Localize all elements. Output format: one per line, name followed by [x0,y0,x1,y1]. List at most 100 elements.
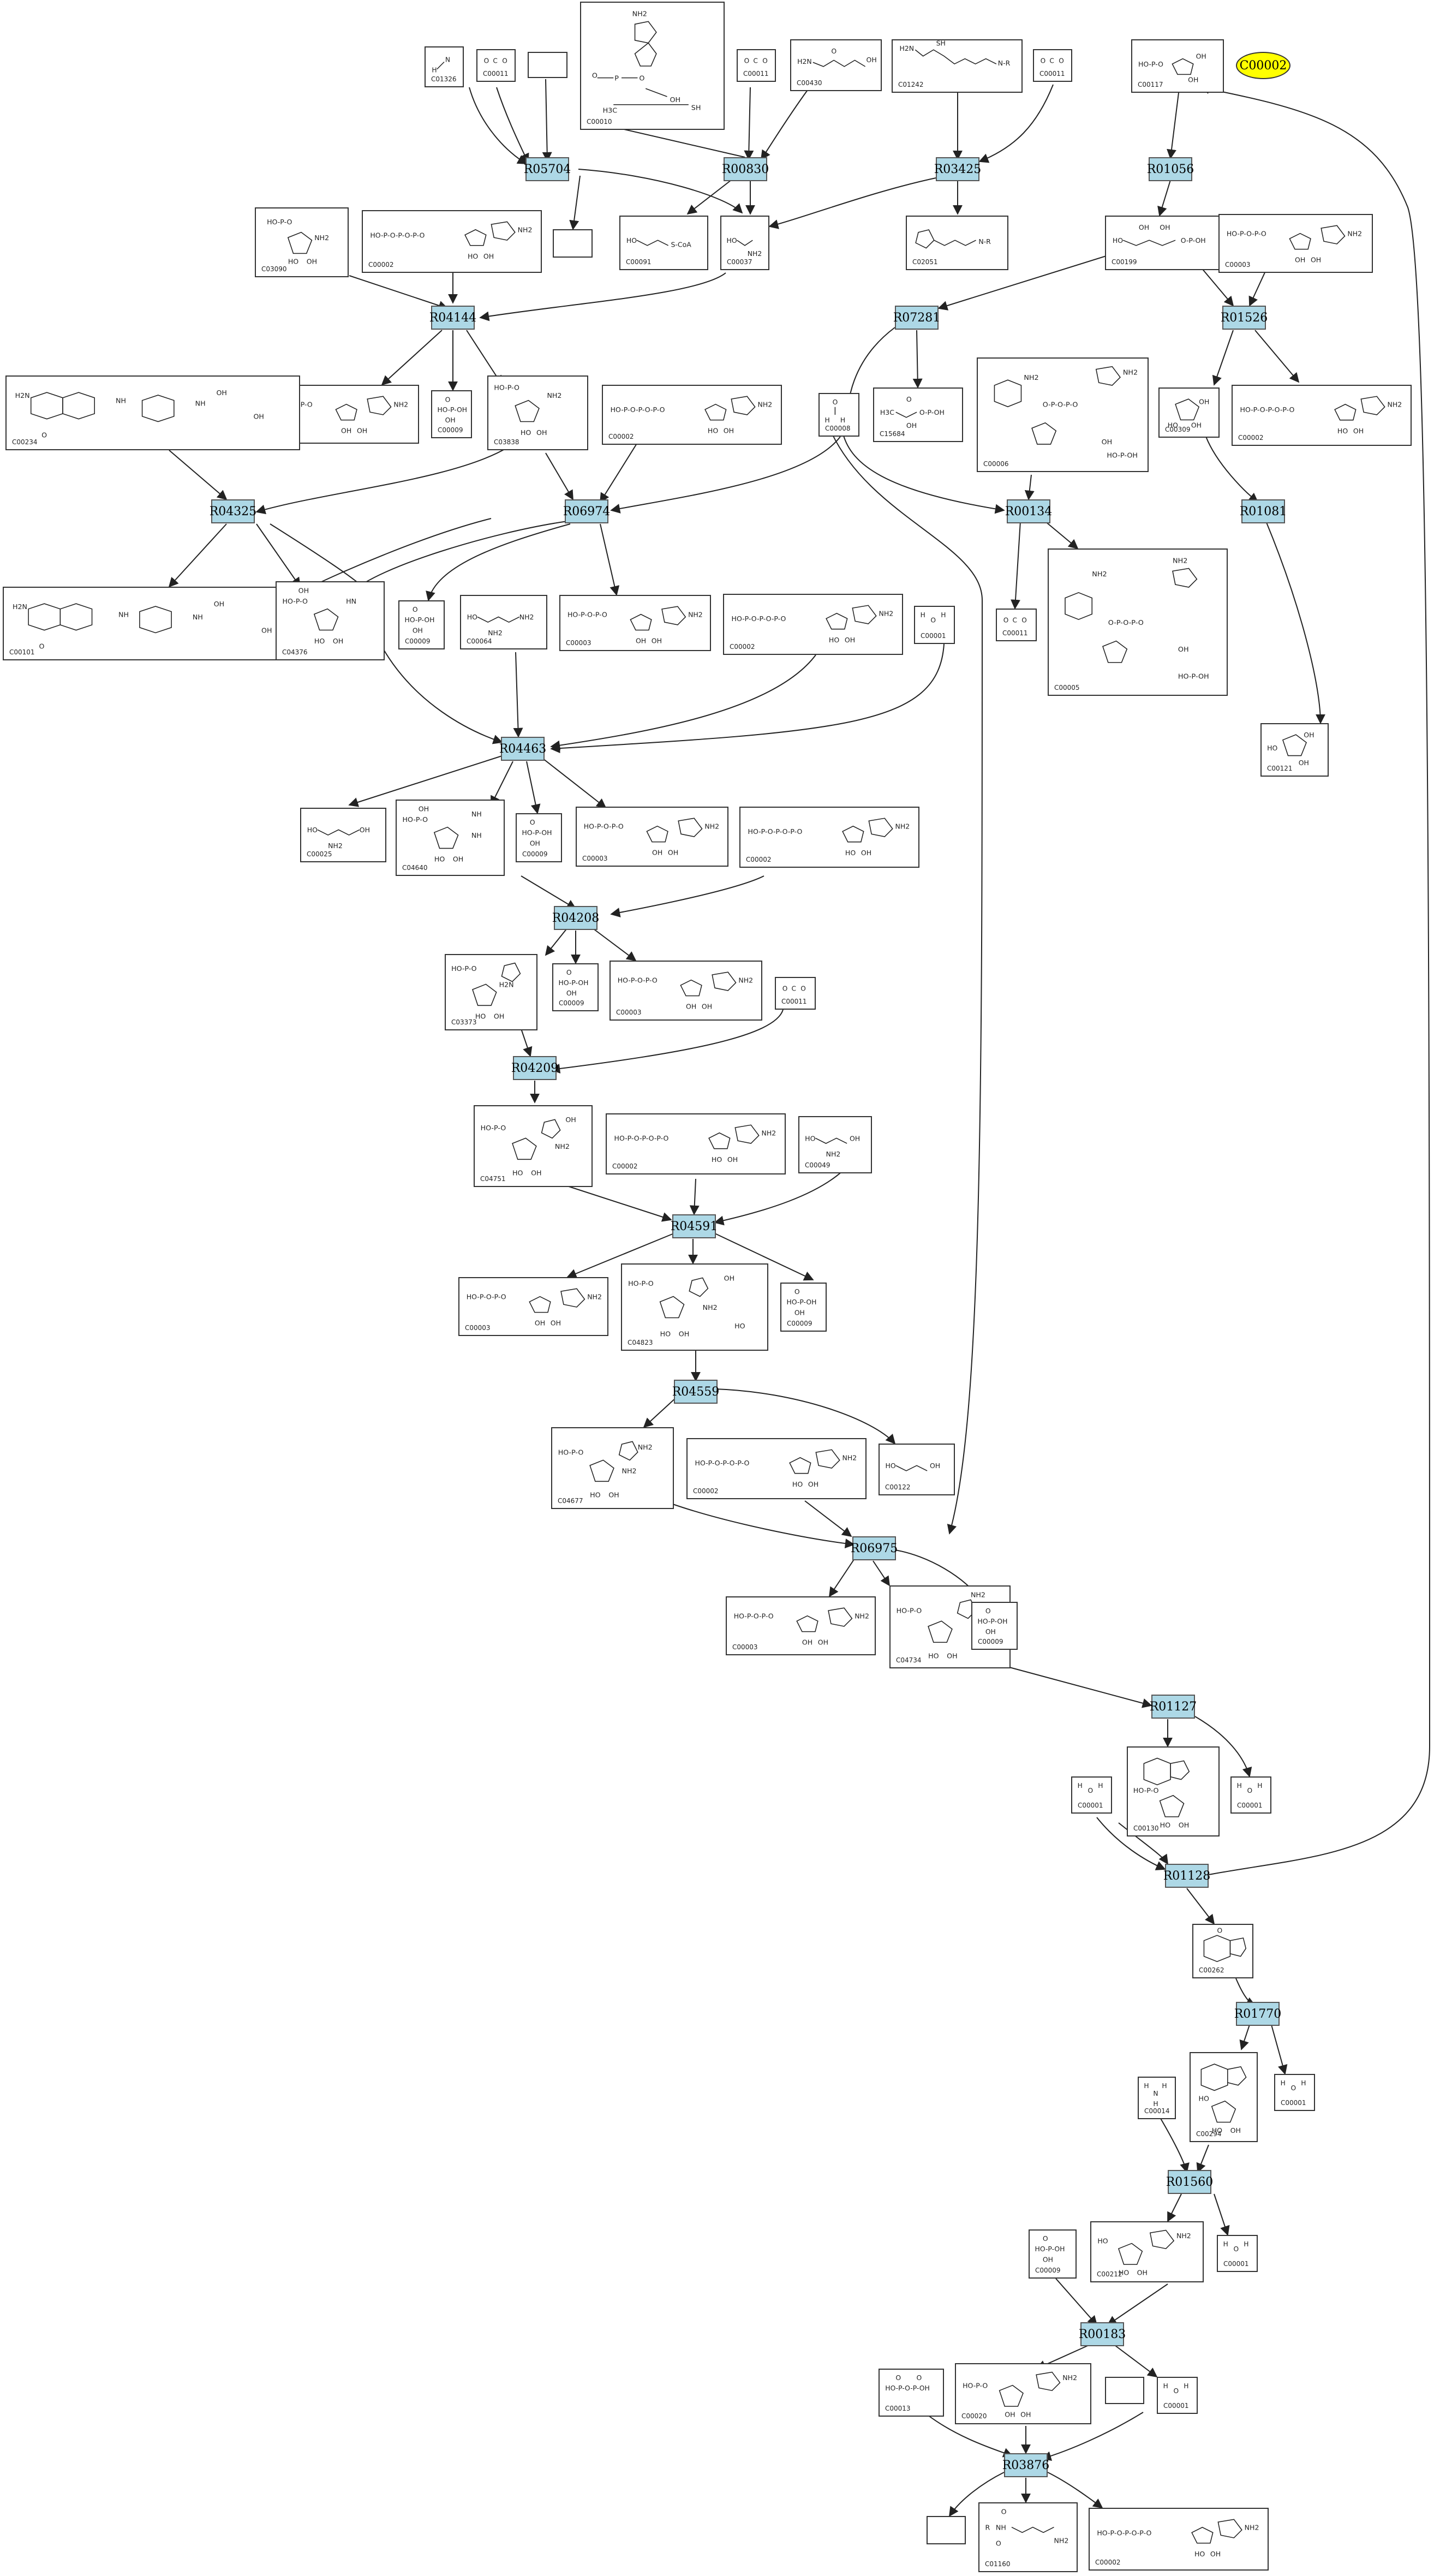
reaction-R04559[interactable]: R04559 [672,1380,719,1404]
compound-blank-4[interactable] [927,2516,966,2544]
reaction-R01526[interactable]: R01526 [1221,306,1268,330]
reaction-R00830[interactable]: R00830 [722,157,769,181]
svg-text:HO: HO [660,1330,671,1338]
reaction-R04463[interactable]: R04463 [499,737,546,761]
reaction-R04209[interactable]: R04209 [511,1056,558,1080]
reaction-R00183[interactable]: R00183 [1079,2322,1126,2346]
reaction-R01127[interactable]: R01127 [1150,1695,1197,1719]
reaction-R00134[interactable]: R00134 [1005,499,1052,523]
reaction-R01770[interactable]: R01770 [1234,2002,1281,2026]
reaction-R01056[interactable]: R01056 [1147,157,1194,181]
node-C00002-highlight[interactable]: C00002 [1236,52,1290,79]
reaction-R04144[interactable]: R04144 [429,306,476,330]
reaction-R05704[interactable]: R05704 [524,157,571,181]
reaction-R07281[interactable]: R07281 [893,306,940,330]
reaction-R04591[interactable]: R04591 [671,1214,718,1238]
svg-text:OH: OH [307,258,317,266]
reaction-R03876[interactable]: R03876 [1002,2453,1049,2477]
reaction-R04208[interactable]: R04208 [552,906,599,930]
reaction-R06974[interactable]: R06974 [563,499,610,523]
compound-C00262[interactable]: O C00262 [1192,1924,1253,1978]
reaction-R03425[interactable]: R03425 [934,157,981,181]
reaction-R01560[interactable]: R01560 [1166,2170,1213,2194]
reaction-R01081[interactable]: R01081 [1240,499,1287,523]
reaction-R06975[interactable]: R06975 [851,1536,898,1560]
reaction-R01128[interactable]: R01128 [1163,1864,1210,1888]
compound-blank-1[interactable] [528,52,567,78]
svg-text:NH2: NH2 [748,249,762,258]
compound-C02051[interactable]: N-R C02051 [906,216,1008,270]
compound-blank-2[interactable] [553,229,593,258]
compound-blank-3[interactable] [1105,2377,1144,2404]
reaction-R04325[interactable]: R04325 [210,499,256,523]
